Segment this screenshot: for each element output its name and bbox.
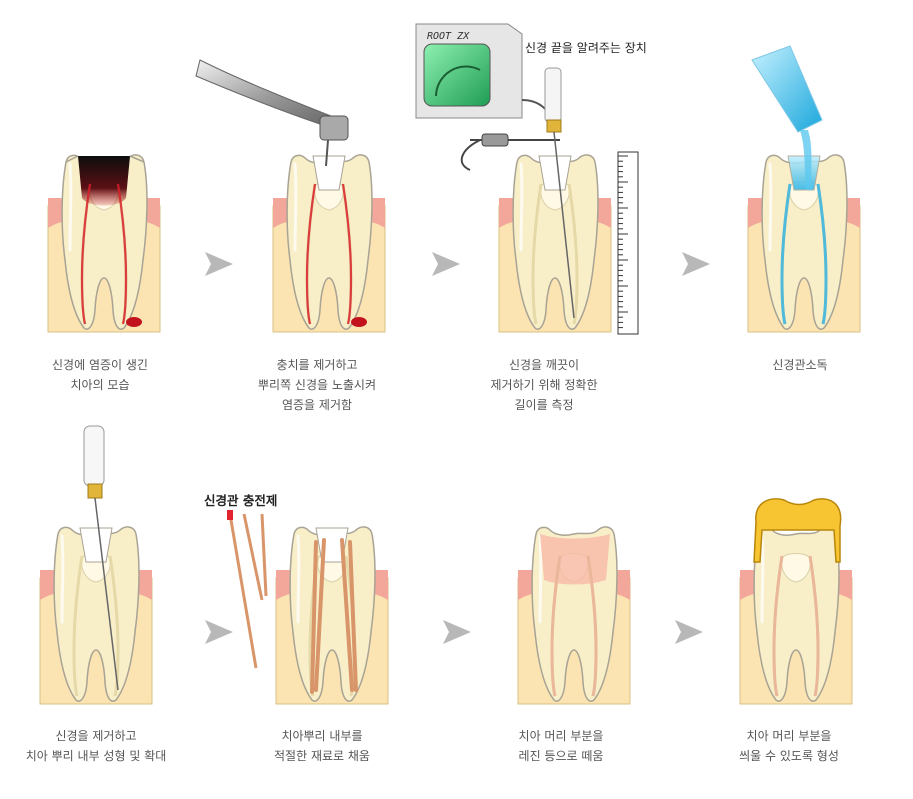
dental-crown <box>753 498 842 563</box>
file-stopper <box>546 119 562 133</box>
arrow-right-icon-4 <box>205 620 233 644</box>
step-4-caption: 신경관소독 <box>700 355 900 375</box>
tooth-step-8 <box>739 498 853 705</box>
gutta-percha-loose-3 <box>260 513 268 597</box>
lip-clip <box>481 133 509 147</box>
arrow-right-icon-3 <box>682 252 710 276</box>
tooth-step-3 <box>498 154 612 333</box>
periapical-lesion <box>126 317 142 327</box>
step-1-caption-line-1: 신경에 염증이 생긴 <box>52 358 148 372</box>
filling-material-label: 신경관 충전제 <box>204 493 278 508</box>
periapical-lesion <box>351 317 367 327</box>
gutta-percha-loose-2 <box>242 513 264 601</box>
access-opening <box>79 527 113 563</box>
tooth-step-4 <box>747 154 861 333</box>
step-7-caption: 치아 머리 부분을 레진 등으로 떼움 <box>461 726 661 766</box>
step-5-caption: 신경을 제거하고 치아 뿌리 내부 성형 및 확대 <box>0 726 196 766</box>
step-7-caption-line-2: 레진 등으로 떼움 <box>518 749 604 763</box>
endodontic-file <box>553 131 575 319</box>
device-brand-label: ROOT ZX <box>427 31 470 42</box>
tooth-step-2 <box>272 154 386 333</box>
step-2-caption-line-3: 염증을 제거함 <box>281 398 353 412</box>
tooth-step-5 <box>39 526 153 705</box>
arrow-right-icon-2 <box>432 252 460 276</box>
shaping-file-handle <box>83 425 105 487</box>
step-6-caption: 치아뿌리 내부를 적절한 재료로 채움 <box>222 726 422 766</box>
enamel-highlight <box>768 162 773 252</box>
access-opening <box>538 155 572 191</box>
inflamed-canals <box>305 183 353 325</box>
step-1-caption: 신경에 염증이 생긴 치아의 모습 <box>0 355 200 395</box>
irrigation-stream <box>800 130 812 190</box>
step-6-caption-line-1: 치아뿌리 내부를 <box>281 729 363 743</box>
arrow-right-icon-1 <box>205 252 233 276</box>
filled-canals <box>550 555 598 697</box>
step-2-caption-line-2: 뿌리쪽 신경을 노출시켜 <box>257 378 377 392</box>
step-5-caption-line-1: 신경을 제거하고 <box>55 729 137 743</box>
tooth-step-7 <box>517 526 631 705</box>
enamel-highlight <box>68 162 73 252</box>
step-6-caption-line-2: 적절한 재료로 채움 <box>274 749 370 763</box>
step-2-caption-line-1: 충치를 제거하고 <box>276 358 358 372</box>
step-8-caption: 치아 머리 부분을 씌울 수 있도록 형성 <box>689 726 889 766</box>
step-8-caption-line-2: 씌울 수 있도록 형성 <box>739 749 839 763</box>
apex-locator-label: 신경 끝을 알려주는 장치 <box>525 41 647 55</box>
arrow-right-icon-6 <box>675 620 703 644</box>
apex-locator-screen <box>423 43 491 107</box>
enamel-highlight <box>60 534 65 624</box>
step-2-caption: 충치를 제거하고 뿌리쪽 신경을 노출시켜 염증을 제거함 <box>217 355 417 415</box>
dental-bur <box>325 139 329 167</box>
step-3-caption-line-1: 신경을 깨끗이 <box>508 358 580 372</box>
step-3-caption: 신경을 깨끗이 제거하기 위해 정확한 길이를 측정 <box>444 355 644 415</box>
step-4-caption-line-1: 신경관소독 <box>772 358 828 372</box>
decay-cavity <box>78 156 130 206</box>
irrigation-syringe <box>751 45 823 133</box>
step-3-caption-line-2: 제거하기 위해 정확한 <box>490 378 598 392</box>
enamel-highlight <box>538 534 543 624</box>
broken-crown-edge <box>65 155 145 163</box>
inflamed-canals <box>80 183 128 325</box>
disinfectant-chamber <box>787 155 821 191</box>
enamel-highlight <box>760 534 765 624</box>
gutta-percha-points <box>310 538 358 694</box>
access-opening <box>312 155 346 191</box>
gutta-percha-loose-1 <box>228 513 258 669</box>
root-canals <box>72 555 120 697</box>
root-canals <box>531 183 579 325</box>
resin-restoration <box>540 534 610 585</box>
shaping-file <box>94 497 119 691</box>
step-7-caption-line-1: 치아 머리 부분을 <box>518 729 604 743</box>
step-3-caption-line-3: 길이를 측정 <box>514 398 574 412</box>
screen-gauge <box>435 65 481 97</box>
pulp-chamber <box>781 553 811 583</box>
file-handle <box>544 67 562 123</box>
tooth-step-1 <box>47 154 161 333</box>
step-8-caption-line-1: 치아 머리 부분을 <box>746 729 832 743</box>
gutta-percha-tip <box>227 510 233 520</box>
filled-canals <box>772 555 820 697</box>
tooth-step-6 <box>275 526 389 705</box>
arrow-right-icon-5 <box>443 620 471 644</box>
step-5-caption-line-2: 치아 뿌리 내부 성형 및 확대 <box>25 749 167 763</box>
shaping-file-stopper <box>87 483 103 499</box>
enamel-highlight <box>296 534 301 624</box>
enamel-highlight <box>293 162 298 252</box>
handpiece-head <box>319 115 349 141</box>
step-1-caption-line-2: 치아의 모습 <box>70 378 130 392</box>
enamel-highlight <box>519 162 524 252</box>
disinfected-canals <box>780 183 828 325</box>
